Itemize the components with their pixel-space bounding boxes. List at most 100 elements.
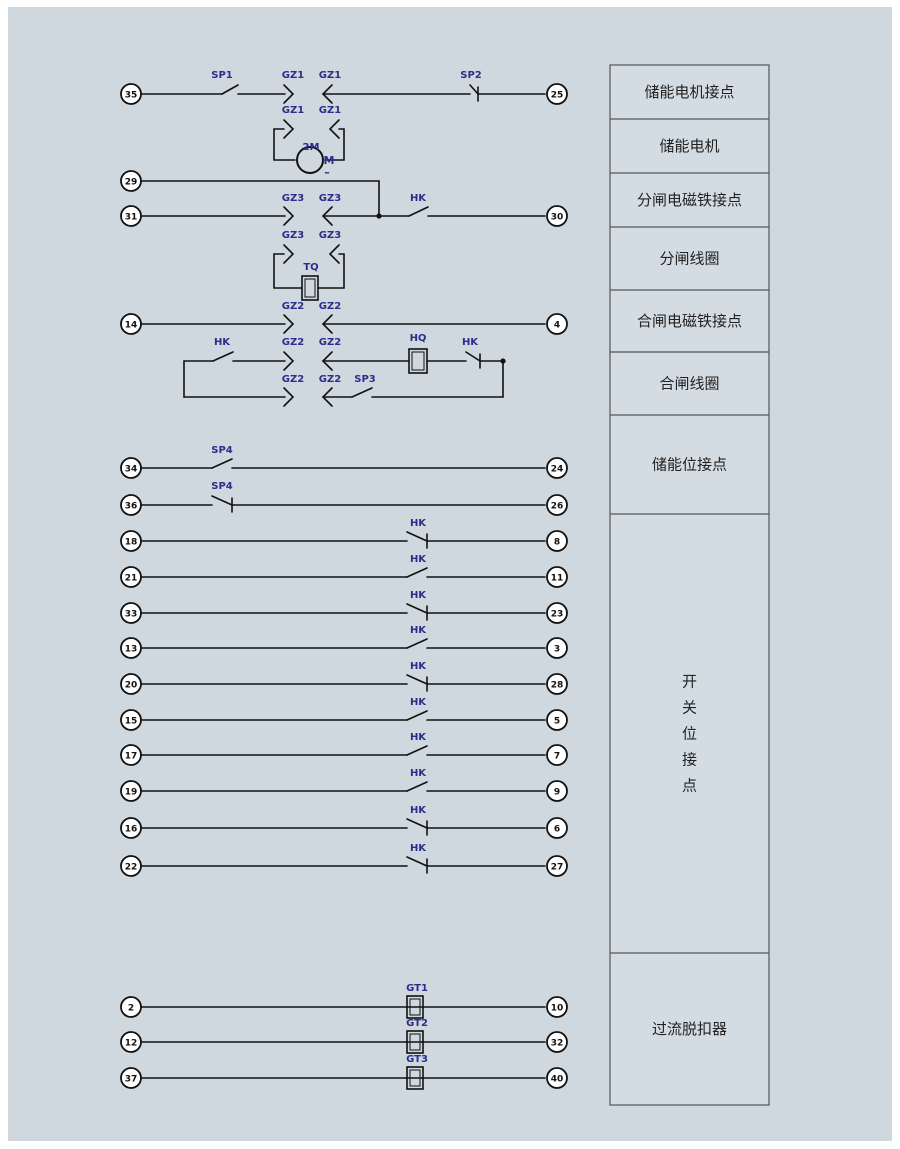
terminal-18: 18 [120,530,142,552]
terminal-ring [120,709,142,731]
hk-contact-17 [406,745,428,756]
terminal-ring [546,1031,568,1053]
terminal-ring [120,530,142,552]
legend-char: 位 [682,725,697,743]
terminal-28: 28 [546,673,568,695]
terminal-number: 11 [551,574,564,584]
terminal-number: 23 [551,610,564,620]
terminal-number: 26 [551,502,564,512]
terminal-ring [120,1031,142,1053]
terminal-5: 5 [546,709,568,731]
hk-label-33: HK [410,590,427,601]
terminal-3: 3 [546,637,568,659]
sp1-contact [221,84,239,95]
terminal-ring [546,817,568,839]
gt1-label: GT1 [406,983,428,994]
hk-contact-18 [406,531,428,549]
hk-contact-19 [406,781,428,792]
terminal-8: 8 [546,530,568,552]
terminal-32: 32 [546,1031,568,1053]
gz2-sp3-socket-left [283,387,295,407]
terminal-ring [546,602,568,624]
terminal-number: 8 [554,538,560,548]
terminal-number: 14 [125,321,138,331]
gt1-coil-inner [409,998,421,1016]
legend-label-switch-position-contact: 开关位接点 [682,673,697,795]
terminal-37: 37 [120,1067,142,1089]
hk-label-18: HK [410,518,427,529]
legend-char: 开 [682,673,697,691]
gt1-coil [406,995,424,1019]
terminal-27: 27 [546,855,568,877]
gz1-label-left: GZ1 [282,70,304,81]
hk-label-closing-left: HK [214,337,231,348]
terminal-ring [546,1067,568,1089]
terminal-40: 40 [546,1067,568,1089]
terminal-29: 29 [120,170,142,192]
terminal-33: 33 [120,602,142,624]
hk-label-15: HK [410,697,427,708]
motor-ref-label: 2M [303,142,320,153]
motor-lead-right [324,128,345,161]
hk-loop-contact [212,351,234,362]
terminal-36: 36 [120,494,142,516]
motor-dc-symbol: – [324,166,330,179]
terminal-number: 3 [554,645,560,655]
terminal-ring [120,566,142,588]
terminal-ring [120,313,142,335]
legend-label-closing-coil: 合闸线圈 [659,375,719,393]
terminal-number: 31 [125,213,138,223]
gt3-coil-inner [409,1069,421,1087]
hk-open-contact [408,206,429,217]
gt3-coil [406,1066,424,1090]
terminal-number: 16 [125,825,138,835]
terminal-number: 17 [125,752,138,762]
terminal-23: 23 [546,602,568,624]
gz3-coil-socket-left [283,244,295,264]
terminal-ring [120,780,142,802]
gz2-coil-label-right: GZ2 [319,337,341,348]
terminal-ring [546,744,568,766]
terminal-number: 6 [554,825,560,835]
gz1-label-right: GZ1 [319,70,341,81]
hk-label-19: HK [410,768,427,779]
terminal-31: 31 [120,205,142,227]
terminal-ring [546,494,568,516]
hq-loop-right [479,360,504,398]
gz2-sp3-label-right: GZ2 [319,374,341,385]
terminal-20: 20 [120,673,142,695]
terminal-14: 14 [120,313,142,335]
gz1-motor-socket-right [328,119,340,139]
junction-dot [376,213,382,219]
terminal-ring [120,673,142,695]
hk-contact-13 [406,638,428,649]
terminal-ring [120,744,142,766]
terminal-ring [120,457,142,479]
hk-label-opening: HK [410,193,427,204]
gt2-coil-inner [409,1033,421,1051]
terminal-number: 27 [551,863,564,873]
terminal-number: 19 [125,788,138,798]
hk-contact-33 [406,603,428,621]
terminal-number: 37 [125,1075,138,1085]
tq-lead-right [317,253,345,289]
terminal-ring [546,83,568,105]
legend-label-opening-magnet-contact: 分闸电磁铁接点 [637,191,742,209]
hk-label-22: HK [410,843,427,854]
terminal-number: 34 [125,465,138,475]
legend-table: 储能电机接点储能电机分闸电磁铁接点分闸线圈合闸电磁铁接点合闸线圈储能位接点开关位… [609,64,770,1106]
legend-label-storage-position-contact: 储能位接点 [652,456,727,474]
sp2-contact [469,84,479,102]
terminal-ring [546,457,568,479]
hk-contact-15 [406,710,428,721]
legend-char: 点 [682,777,697,795]
terminal-number: 30 [551,213,564,223]
terminal-ring [546,313,568,335]
terminal-35: 35 [120,83,142,105]
terminal-number: 28 [551,681,564,691]
terminal-number: 15 [125,717,138,727]
hq-label: HQ [410,333,427,344]
terminal-ring [546,205,568,227]
